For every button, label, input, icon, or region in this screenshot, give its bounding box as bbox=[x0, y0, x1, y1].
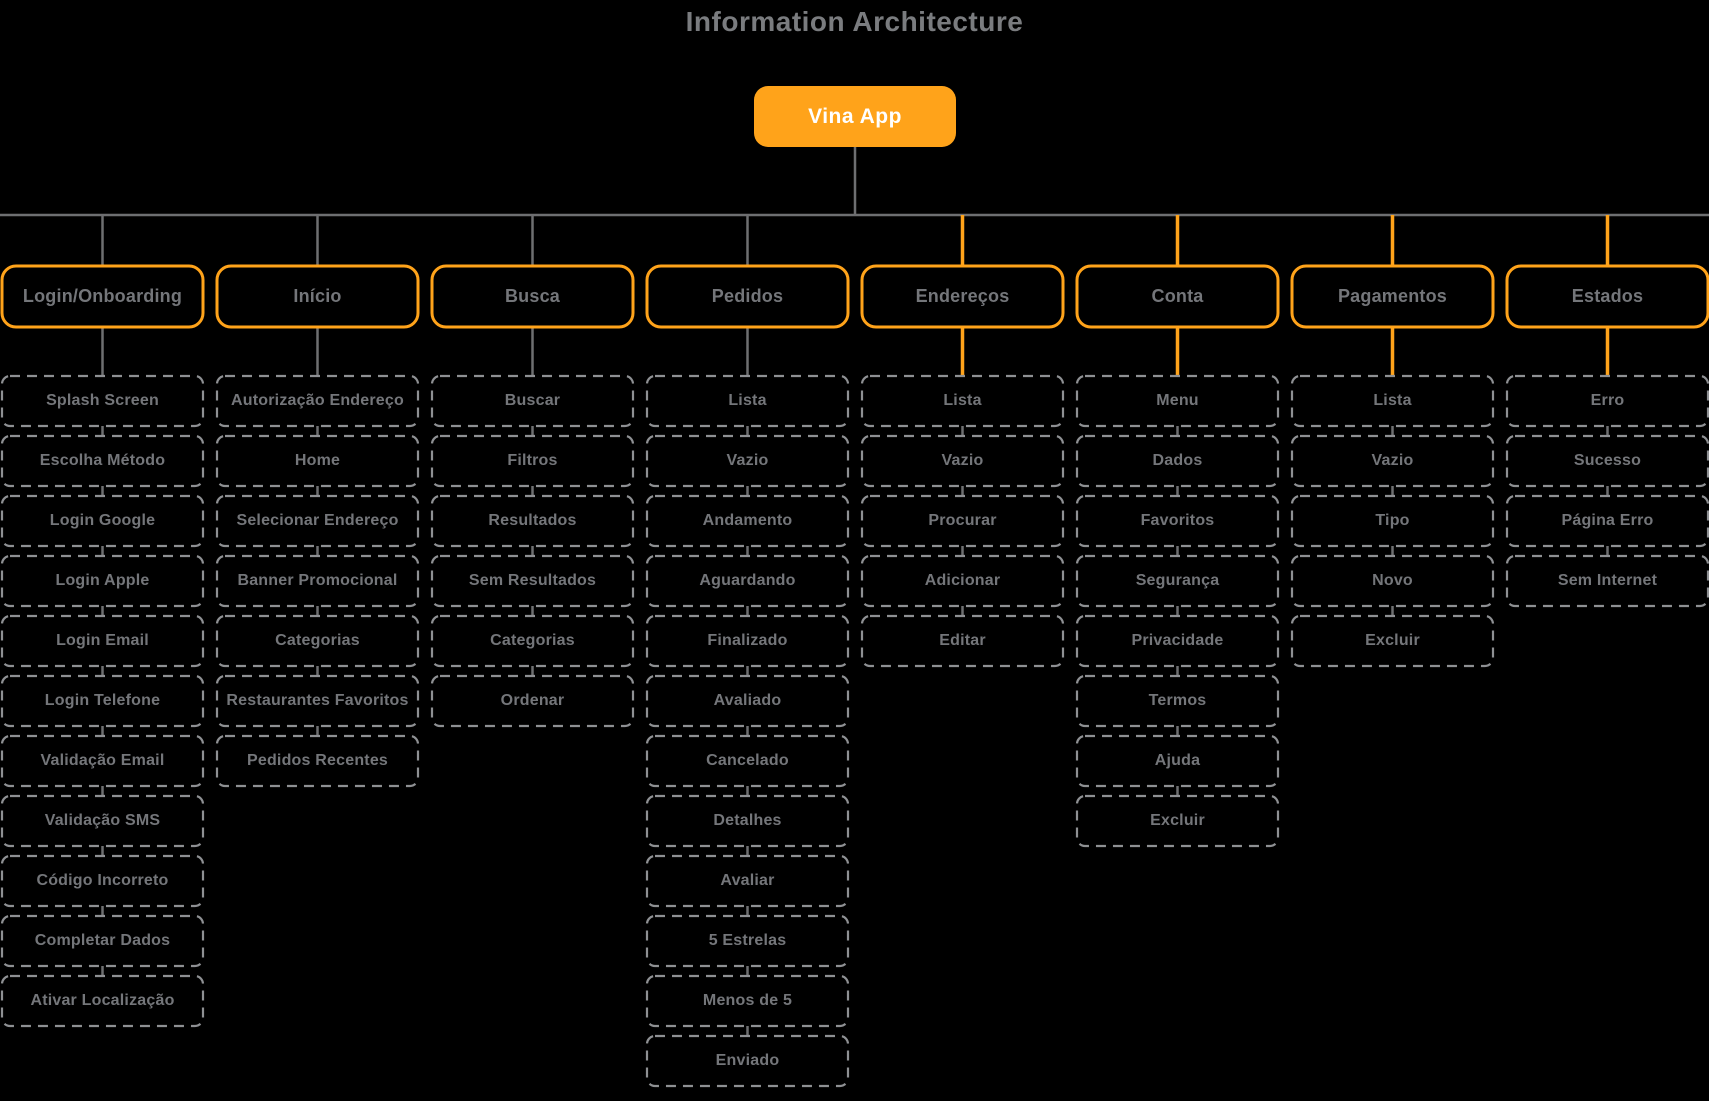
screen-node-sem-internet: Sem Internet bbox=[1557, 572, 1658, 589]
screen-node-sucesso: Sucesso bbox=[1573, 452, 1642, 469]
screen-node-avaliado: Avaliado bbox=[713, 692, 782, 709]
screen-node-excluir: Excluir bbox=[1150, 812, 1205, 829]
screen-node-lista: Lista bbox=[728, 392, 767, 409]
screen-node-login-telefone: Login Telefone bbox=[44, 692, 161, 709]
category-node-estados: Estados bbox=[1571, 286, 1644, 306]
screen-node-erro: Erro bbox=[1590, 392, 1625, 409]
screen-node-validacao-sms: Validação SMS bbox=[44, 812, 161, 829]
screen-node-novo: Novo bbox=[1372, 572, 1413, 589]
screen-node-categorias: Categorias bbox=[275, 632, 360, 649]
screen-node-excluir: Excluir bbox=[1365, 632, 1420, 649]
root-node-vina-app: Vina App bbox=[754, 86, 956, 147]
screen-node-login-google: Login Google bbox=[49, 512, 156, 529]
screen-node-home: Home bbox=[294, 452, 341, 469]
screen-node-codigo-incorreto: Código Incorreto bbox=[36, 872, 169, 889]
screen-node-editar: Editar bbox=[939, 632, 986, 649]
screen-node-seguranca: Segurança bbox=[1135, 572, 1220, 589]
category-node-login-onboarding: Login/Onboarding bbox=[22, 286, 183, 306]
screen-node-login-apple: Login Apple bbox=[55, 572, 150, 589]
screen-node-termos: Termos bbox=[1148, 692, 1207, 709]
screen-node-procurar: Procurar bbox=[928, 512, 997, 529]
category-node-conta: Conta bbox=[1151, 286, 1204, 306]
screen-node-escolha-metodo: Escolha Método bbox=[39, 452, 166, 469]
screen-node-ajuda: Ajuda bbox=[1154, 752, 1201, 769]
screen-node-vazio: Vazio bbox=[941, 452, 984, 469]
screen-node-favoritos: Favoritos bbox=[1140, 512, 1215, 529]
screen-node-selecionar-endereco: Selecionar Endereço bbox=[236, 512, 399, 529]
screen-node-privacidade: Privacidade bbox=[1131, 632, 1224, 649]
screen-node-login-email: Login Email bbox=[56, 632, 149, 649]
screen-node-menu: Menu bbox=[1156, 392, 1199, 409]
screen-node-splash-screen: Splash Screen bbox=[46, 392, 159, 409]
screen-node-validacao-email: Validação Email bbox=[40, 752, 165, 769]
screen-node-sem-resultados: Sem Resultados bbox=[468, 572, 597, 589]
screen-node-vazio: Vazio bbox=[1371, 452, 1414, 469]
diagram-title: Information Architecture bbox=[685, 6, 1024, 37]
screen-node-filtros: Filtros bbox=[507, 452, 558, 469]
screen-node-categorias: Categorias bbox=[490, 632, 575, 649]
screen-node-lista: Lista bbox=[1373, 392, 1412, 409]
screen-node-restaurantes-favoritos: Restaurantes Favoritos bbox=[226, 692, 409, 709]
screen-node-pagina-erro: Página Erro bbox=[1561, 512, 1654, 529]
screen-node-vazio: Vazio bbox=[726, 452, 769, 469]
screen-node-autorizacao-endereco: Autorização Endereço bbox=[231, 392, 404, 409]
screen-node-enviado: Enviado bbox=[715, 1052, 780, 1069]
screen-node-buscar: Buscar bbox=[504, 392, 561, 409]
screen-node-5-estrelas: 5 Estrelas bbox=[708, 932, 787, 949]
screen-node-avaliar: Avaliar bbox=[720, 872, 775, 889]
screen-node-tipo: Tipo bbox=[1375, 512, 1410, 529]
screen-node-andamento: Andamento bbox=[702, 512, 793, 529]
screen-node-dados: Dados bbox=[1152, 452, 1203, 469]
screen-node-ordenar: Ordenar bbox=[500, 692, 565, 709]
category-node-busca: Busca bbox=[504, 286, 561, 306]
screen-node-adicionar: Adicionar bbox=[924, 572, 1001, 589]
screen-node-detalhes: Detalhes bbox=[713, 812, 782, 829]
screen-node-finalizado: Finalizado bbox=[707, 632, 788, 649]
screen-node-resultados: Resultados bbox=[488, 512, 577, 529]
screen-node-aguardando: Aguardando bbox=[699, 572, 796, 589]
category-node-inicio: Início bbox=[293, 286, 342, 306]
category-node-enderecos: Endereços bbox=[915, 286, 1010, 306]
screen-node-banner-promocional: Banner Promocional bbox=[237, 572, 398, 589]
screen-node-menos-de-5: Menos de 5 bbox=[702, 992, 793, 1009]
screen-node-cancelado: Cancelado bbox=[706, 752, 789, 769]
category-node-pagamentos: Pagamentos bbox=[1337, 286, 1448, 306]
category-node-pedidos: Pedidos bbox=[711, 286, 784, 306]
screen-node-lista: Lista bbox=[943, 392, 982, 409]
screen-node-completar-dados: Completar Dados bbox=[34, 932, 171, 949]
screen-node-pedidos-recentes: Pedidos Recentes bbox=[246, 752, 389, 769]
screen-node-ativar-localizacao: Ativar Localização bbox=[30, 992, 175, 1009]
